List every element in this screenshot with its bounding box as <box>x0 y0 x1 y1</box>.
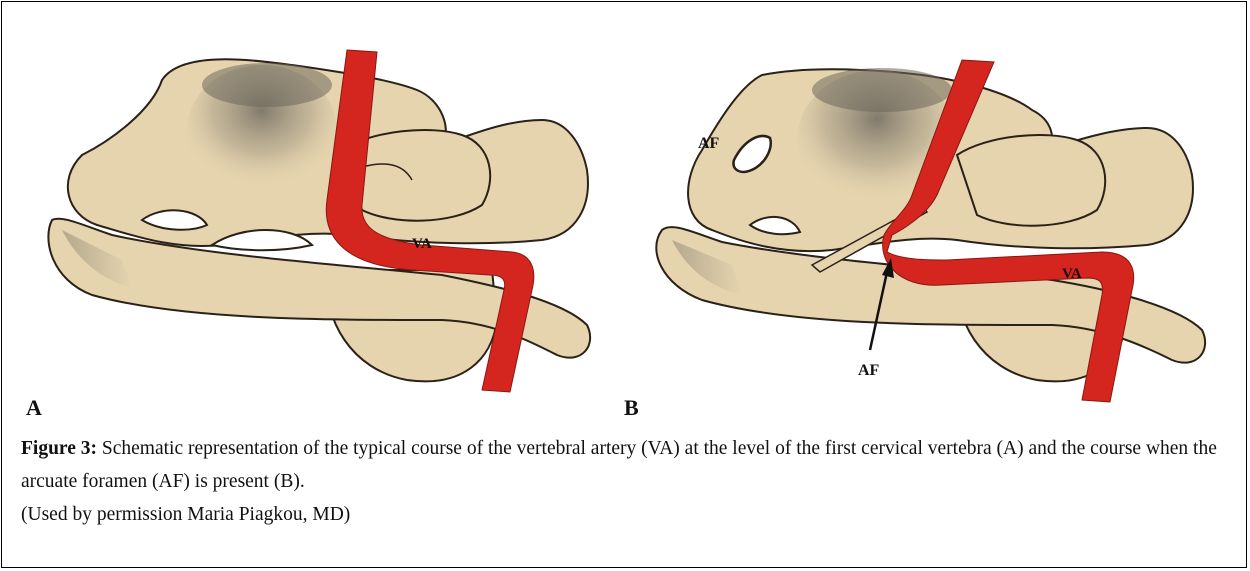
panel-b-va-label: VA <box>1062 266 1082 282</box>
vertebra-diagram: VA V <box>22 20 1232 425</box>
panel-b-af-label-arrow: AF <box>858 362 880 379</box>
panel-a-va-label: VA <box>412 236 432 252</box>
caption-credit: (Used by permission Maria Piagkou, MD) <box>21 498 1231 531</box>
panel-b-af-label-top: AF <box>698 135 720 152</box>
caption-figure-label: Figure 3: <box>21 438 97 459</box>
panel-b-letter: B <box>624 395 639 420</box>
caption-text: Schematic representation of the typical … <box>21 438 1217 492</box>
panel-a-letter: A <box>26 395 42 420</box>
figure-caption: Figure 3: Schematic representation of th… <box>21 432 1231 531</box>
caption-paragraph: Figure 3: Schematic representation of th… <box>21 432 1231 498</box>
figure-illustration: VA V <box>22 20 1232 425</box>
